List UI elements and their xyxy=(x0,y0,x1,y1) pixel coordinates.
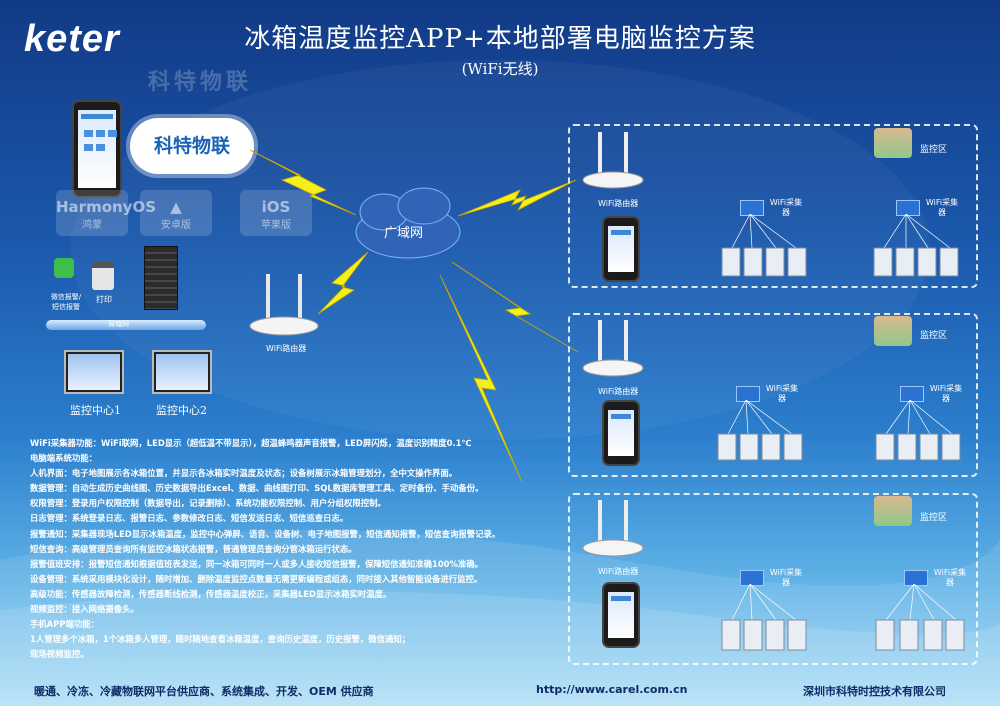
bolt-to-zone1 xyxy=(457,179,577,217)
monitor-zone-2 xyxy=(568,313,978,477)
zone1-fridges xyxy=(721,214,959,277)
bolt-to-zone3 xyxy=(439,274,523,483)
zone2-collector-a-label: WiFi采集器 xyxy=(765,384,799,403)
zone3-router-label: WiFi路由器 xyxy=(598,567,639,576)
server-icon xyxy=(144,246,178,310)
watermark-text: 科特物联 xyxy=(148,69,253,95)
zone1-router-label: WiFi路由器 xyxy=(598,199,639,208)
wan-cloud xyxy=(355,187,461,259)
os-card-harmony-label: 鸿蒙 xyxy=(82,220,102,231)
zone1-building-icon xyxy=(874,128,912,158)
zone2-collector-b-label: WiFi采集器 xyxy=(929,384,963,403)
printer-icon xyxy=(92,262,114,290)
os-card-android-label: 安卓版 xyxy=(161,220,191,231)
desc-line: 报警通知：采集器现场LED显示冰箱温度，监控中心弹屏、语音、设备树、电子地图报警… xyxy=(30,528,501,539)
wan-label: 广域网 xyxy=(384,226,424,241)
desc-line: 高级功能：传感器故障检测，传感器断线检测，传感器温度校正，采集器LED显示冰箱实… xyxy=(30,588,392,599)
wechat-label: 微信报警/ 短信报警 xyxy=(50,293,82,311)
keter-logo: keter xyxy=(24,18,120,60)
desc-line: 人机界面：电子地图展示各冰箱位置，并显示各冰箱实时温度及状态；设备树展示冰箱管理… xyxy=(30,468,458,479)
monitor-zone-3 xyxy=(568,493,978,665)
os-card-ios: iOS 苹果版 xyxy=(240,190,312,236)
desc-line: 报警值班安排：报警短信通知根据值班表发送，同一冰箱可同时一人或多人接收短信报警，… xyxy=(30,558,483,569)
os-card-ios-title: iOS xyxy=(261,198,291,216)
bolt-to-zone2 xyxy=(451,261,579,353)
os-card-ios-label: 苹果版 xyxy=(261,220,291,231)
zone1-router-icon xyxy=(582,132,644,189)
zone3-collector-a-label: WiFi采集器 xyxy=(769,568,803,587)
bolt-to-bubble xyxy=(249,149,357,216)
phone-device xyxy=(72,100,122,198)
zone2-building-icon xyxy=(874,316,912,346)
zone1-area-label: 监控区 xyxy=(920,145,948,155)
zone3-fridges xyxy=(721,584,965,651)
footer-tagline: 暖通、冷冻、冷藏物联网平台供应商、系统集成、开发、OEM 供应商 xyxy=(34,685,374,698)
monitor-1 xyxy=(64,350,124,394)
zone3-building-icon xyxy=(874,496,912,526)
desc-line: 数据管理：自动生成历史曲线图、历史数据导出Excel、数据、曲线图打印、SQL数… xyxy=(30,483,484,494)
desc-line: 权限管理：登录用户权限控制（数据导出，记录删除）、系统功能权限控制、用户分组权限… xyxy=(30,498,386,509)
monitor-2 xyxy=(152,350,212,394)
zone2-phone xyxy=(602,400,640,466)
bolt-to-router xyxy=(317,251,369,315)
monitor-center-1-label: 监控中心1 xyxy=(70,404,121,417)
desc-line: 日志管理：系统登录日志、报警日志、参数修改日志、短信发送日志、短信巡查日志。 xyxy=(30,513,349,524)
zone2-router-label: WiFi路由器 xyxy=(598,387,639,396)
desc-line: 电脑端系统功能： xyxy=(30,453,97,464)
keter-iot-bubble: 科特物联 xyxy=(130,118,254,174)
monitor-center-2-label: 监控中心2 xyxy=(156,404,207,417)
desc-line: 手机APP端功能： xyxy=(30,619,100,630)
zone3-phone xyxy=(602,582,640,648)
desc-line: WiFi采集器功能：WiFi联网，LED显示（超低温不带显示），超温蜂鸣器声音报… xyxy=(30,438,472,448)
desc-line: 1人管理多个冰箱，1个冰箱多人管理，随时随地查看冰箱温度，查询历史温度，历史报警… xyxy=(30,634,411,645)
page-title: 冰箱温度监控APP+本地部署电脑监控方案 xyxy=(244,24,756,54)
zone2-area-label: 监控区 xyxy=(920,331,948,341)
wechat-icon xyxy=(54,258,74,278)
print-label: 打印 xyxy=(96,295,112,304)
os-card-android: ▲ 安卓版 xyxy=(140,190,212,236)
monitor-zone-1 xyxy=(568,124,978,288)
lan-bus-label: 局域网 xyxy=(108,320,129,328)
zone2-router-icon xyxy=(582,320,644,377)
footer-company: 深圳市科特时控技术有限公司 xyxy=(803,685,946,698)
router-label: WiFi路由器 xyxy=(266,344,307,353)
zone3-area-label: 监控区 xyxy=(920,513,948,523)
desc-line: 现场视频监控。 xyxy=(30,649,89,660)
footer-url[interactable]: http://www.carel.com.cn xyxy=(536,683,688,696)
feature-description: WiFi采集器功能：WiFi联网，LED显示（超低温不带显示），超温蜂鸣器声音报… xyxy=(30,436,550,662)
zone1-phone xyxy=(602,216,640,282)
zone3-router-icon xyxy=(582,500,644,557)
router-icon xyxy=(249,274,319,336)
page-subtitle: (WiFi无线) xyxy=(461,60,539,78)
zone1-collector-a-label: WiFi采集器 xyxy=(769,198,803,217)
zone2-fridges xyxy=(717,400,961,461)
desc-line: 视频监控：接入网络摄像头。 xyxy=(30,604,139,615)
zone3-collector-b-label: WiFi采集器 xyxy=(933,568,967,587)
android-icon: ▲ xyxy=(170,198,182,216)
lan-bus xyxy=(46,320,206,330)
desc-line: 设备管理：系统采用模块化设计，随时增加、删除温度监控点数量无需更新编程或组态，同… xyxy=(30,573,483,584)
desc-line: 短信查询：高级管理员查询所有监控冰箱状态报警，普通管理员查询分管冰箱运行状态。 xyxy=(30,543,357,554)
zone1-collector-b-label: WiFi采集器 xyxy=(925,198,959,217)
